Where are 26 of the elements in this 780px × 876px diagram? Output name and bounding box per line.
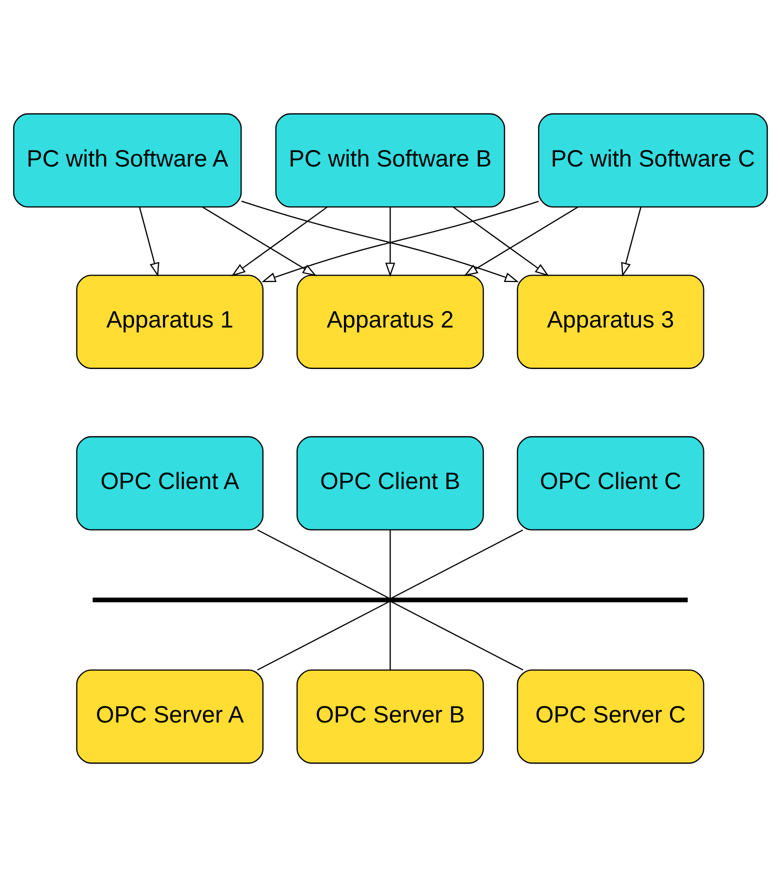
arrow — [463, 206, 578, 276]
node-box: OPC Client C — [516, 436, 704, 530]
connector — [256, 600, 389, 670]
arrow — [452, 206, 549, 276]
node-box: PC with Software A — [12, 112, 242, 208]
connector — [256, 528, 389, 598]
arrow — [138, 206, 159, 276]
node-box: PC with Software C — [538, 112, 768, 208]
node-box: OPC Client A — [76, 436, 264, 530]
arrow — [620, 206, 641, 276]
node-box: PC with Software B — [274, 112, 505, 208]
connector — [390, 600, 523, 670]
node-box: Apparatus 2 — [296, 274, 484, 368]
arrow — [202, 206, 316, 276]
node-box: OPC Server C — [516, 668, 704, 764]
connector — [389, 601, 390, 670]
arrow — [230, 206, 328, 276]
node-box: OPC Server B — [296, 668, 484, 764]
node-box: OPC Server A — [76, 668, 264, 764]
connector — [389, 529, 390, 598]
node-box: OPC Client B — [296, 436, 484, 530]
node-bar — [92, 597, 688, 602]
connector — [390, 528, 523, 598]
node-box: Apparatus 1 — [76, 274, 264, 368]
node-box: Apparatus 3 — [516, 274, 704, 368]
arrow — [384, 206, 395, 276]
